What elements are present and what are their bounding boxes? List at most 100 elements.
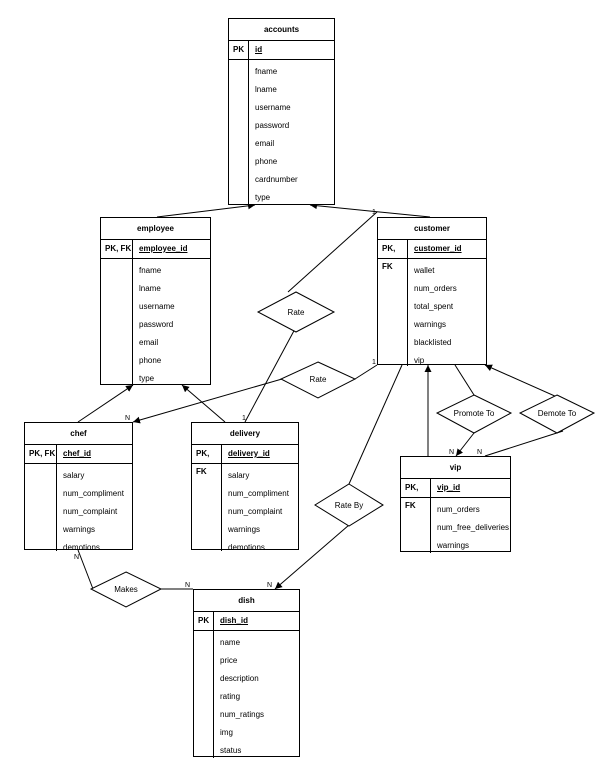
field: num_ratings [220, 710, 265, 719]
rate-chef-line [132, 378, 283, 424]
cardinality-label: N [449, 449, 454, 456]
pk-label: PK, FK [101, 240, 133, 258]
field: num_free_deliveries [437, 523, 510, 532]
field: price [220, 656, 238, 665]
field: img [220, 728, 233, 737]
primary-key-row: PK dish_id [194, 612, 299, 631]
field: email [139, 338, 159, 347]
rate-delivery-label: Rate [288, 308, 305, 317]
chef-makes-line [77, 549, 94, 590]
pk-field: delivery_id [228, 449, 270, 458]
field: fname [255, 67, 278, 76]
delivery-employee-line [181, 384, 226, 423]
customer-rateby-line [348, 364, 403, 485]
rate-delivery-line [244, 326, 297, 423]
field: num_orders [414, 284, 457, 293]
cardinality-label: N [74, 554, 79, 561]
entity-chef: chef PK, FK chef_id salary num_complimen… [24, 422, 133, 552]
entity-employee: employee PK, FK employee_id fname lname … [100, 217, 211, 386]
field: num_orders [437, 505, 480, 514]
chef-employee-line [77, 384, 134, 423]
pk-field: employee_id [139, 244, 188, 253]
pk-label: PK [194, 612, 214, 630]
entity-title: delivery [192, 423, 298, 445]
field: salary [228, 471, 250, 480]
field: num_compliment [63, 489, 124, 498]
field: vip [414, 356, 425, 365]
entity-title: vip [401, 457, 510, 479]
field: status [220, 746, 242, 755]
field: cardnumber [255, 175, 298, 184]
promote-to-diamond [435, 394, 513, 434]
field: warnings [228, 525, 261, 534]
entity-title: employee [101, 218, 210, 240]
field: wallet [414, 266, 435, 275]
field: email [255, 139, 275, 148]
field: demotions [63, 543, 100, 552]
field: salary [63, 471, 85, 480]
field: num_complaint [63, 507, 118, 516]
pk-field: customer_id [414, 244, 462, 253]
entity-title: customer [378, 218, 486, 240]
primary-key-row: PK id [229, 41, 334, 60]
field: lname [255, 85, 277, 94]
customer-rate-chef-line [354, 364, 378, 380]
customer-promote-line [454, 364, 475, 396]
field: lname [139, 284, 161, 293]
entity-accounts: accounts PK id fname lname username pass… [228, 18, 335, 206]
primary-key-row: PK, FK chef_id [25, 445, 132, 464]
pk-label: PK, FK [192, 445, 222, 476]
field: type [255, 193, 271, 202]
primary-key-row: PK, FK vip_id [401, 479, 510, 510]
field: warnings [63, 525, 96, 534]
demote-to-label: Demote To [538, 409, 577, 418]
entity-title: chef [25, 423, 132, 445]
vip-demote-line [484, 430, 564, 457]
primary-key-row: PK, FK customer_id [378, 240, 486, 271]
field: warnings [414, 320, 447, 329]
cardinality-label: 1 [372, 209, 376, 216]
field: password [255, 121, 290, 130]
field: blacklisted [414, 338, 452, 347]
customer-rate-delivery-line [287, 211, 378, 293]
field: rating [220, 692, 241, 701]
cardinality-label: 1 [242, 415, 246, 422]
entity-dish: dish PK dish_id name price description r… [193, 589, 300, 758]
field: demotions [228, 543, 265, 552]
entity-delivery: delivery PK, FK delivery_id salary num_c… [191, 422, 299, 552]
entity-title: dish [194, 590, 299, 612]
rate-by-diamond [314, 483, 384, 527]
demote-to-diamond [518, 394, 596, 434]
cardinality-label: N [477, 449, 482, 456]
makes-diamond [89, 571, 163, 608]
field: name [220, 638, 241, 647]
entity-title: accounts [229, 19, 334, 41]
field: username [139, 302, 175, 311]
field: phone [139, 356, 162, 365]
field: password [139, 320, 174, 329]
rate-chef-label: Rate [310, 375, 327, 384]
pk-label: PK [229, 41, 249, 59]
field: description [220, 674, 259, 683]
pk-label: PK, FK [25, 445, 57, 463]
primary-key-row: PK, FK employee_id [101, 240, 210, 259]
pk-label: PK, FK [378, 240, 408, 271]
cardinality-label: N [185, 582, 190, 589]
promote-vip-line [455, 432, 475, 457]
field: num_complaint [228, 507, 283, 516]
entity-customer: customer PK, FK customer_id wallet num_o… [377, 217, 487, 366]
cardinality-label: N [267, 582, 272, 589]
pk-label: PK, FK [401, 479, 431, 510]
pk-field: id [255, 45, 263, 54]
employee-accounts-line [156, 202, 256, 218]
pk-field: dish_id [220, 616, 249, 625]
field: fname [139, 266, 162, 275]
primary-key-row: PK, FK delivery_id [192, 445, 298, 476]
customer-accounts-line [309, 202, 431, 218]
rateby-dish-line [274, 524, 350, 590]
field: type [139, 374, 155, 383]
promote-to-label: Promote To [454, 409, 495, 418]
rate-by-label: Rate By [335, 501, 363, 510]
rate-chef-diamond [279, 361, 357, 399]
entity-vip: vip PK, FK vip_id num_orders num_free_de… [400, 456, 511, 553]
